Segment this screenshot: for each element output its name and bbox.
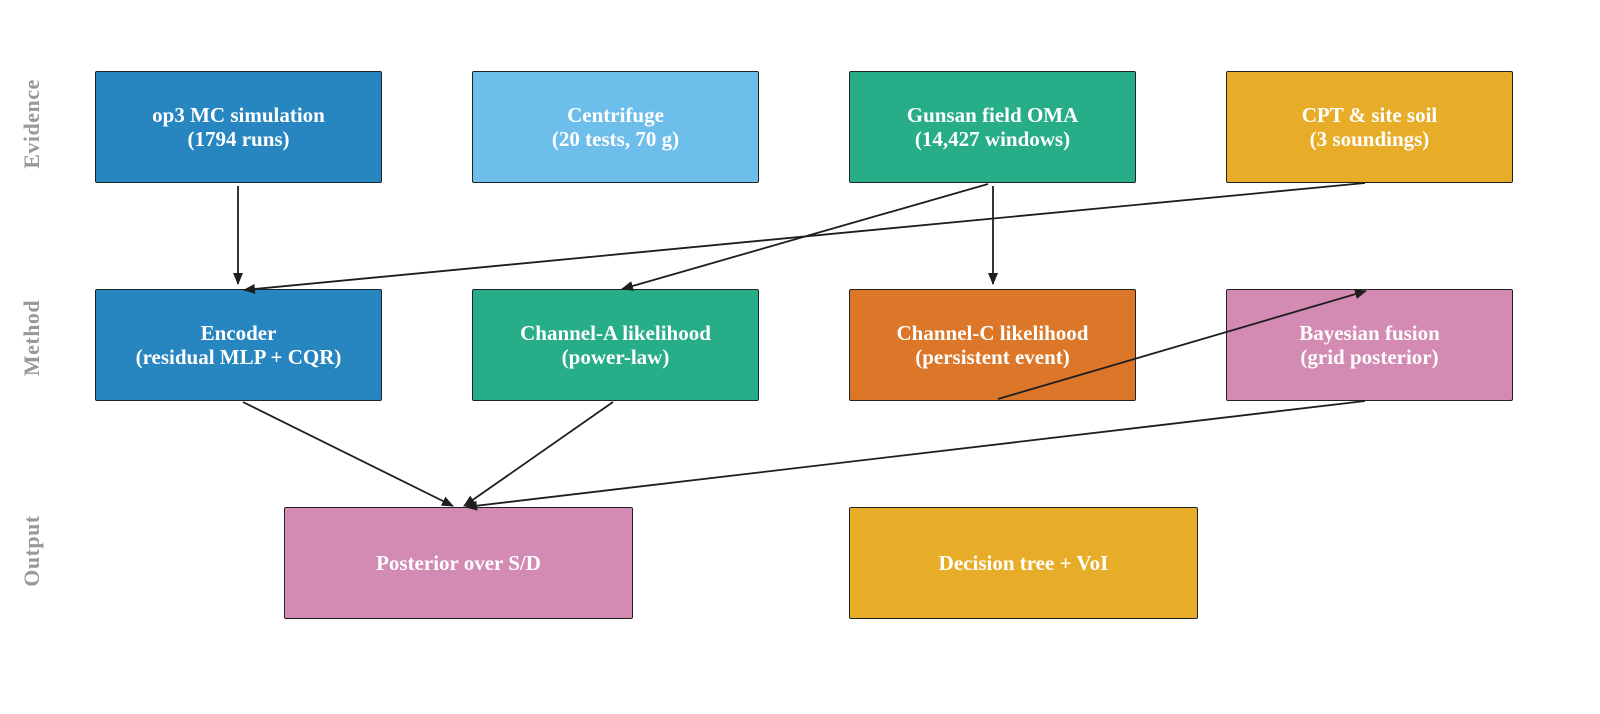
node-title: Channel-A likelihood [520,321,711,345]
node-op3-mc-simulation: op3 MC simulation (1794 runs) [95,71,382,183]
node-encoder: Encoder (residual MLP + CQR) [95,289,382,401]
node-subtitle: (persistent event) [915,345,1070,369]
node-title: Decision tree + VoI [938,551,1109,575]
node-title: Posterior over S/D [376,551,541,575]
node-subtitle: (grid posterior) [1300,345,1439,369]
node-title: Bayesian fusion [1299,321,1440,345]
node-centrifuge: Centrifuge (20 tests, 70 g) [472,71,759,183]
node-subtitle: (3 soundings) [1309,127,1430,151]
node-title: CPT & site soil [1301,103,1438,127]
node-title: Channel-C likelihood [896,321,1089,345]
edge-encoder-to-posterior [242,401,454,507]
node-bayesian-fusion: Bayesian fusion (grid posterior) [1226,289,1513,401]
edge-cpt-to-encoder [243,182,1366,294]
node-gunsan-field-oma: Gunsan field OMA (14,427 windows) [849,71,1136,183]
node-subtitle: (residual MLP + CQR) [135,345,342,369]
node-title: Encoder [200,321,277,345]
row-label-evidence: Evidence [19,79,44,169]
node-subtitle: (1794 runs) [187,127,290,151]
node-subtitle: (14,427 windows) [914,127,1071,151]
node-title: op3 MC simulation [152,103,325,127]
node-posterior-over-sd: Posterior over S/D [284,507,633,619]
edge-bayes-to-posterior [465,400,1366,511]
node-subtitle: (power-law) [561,345,670,369]
node-channel-a-likelihood: Channel-A likelihood (power-law) [472,289,759,401]
node-decision-tree-voi: Decision tree + VoI [849,507,1198,619]
node-subtitle: (20 tests, 70 g) [551,127,680,151]
node-title: Gunsan field OMA [906,103,1079,127]
node-title: Centrifuge [567,103,664,127]
node-channel-c-likelihood: Channel-C likelihood (persistent event) [849,289,1136,401]
node-cpt-site-soil: CPT & site soil (3 soundings) [1226,71,1513,183]
row-label-output: Output [19,515,44,587]
edge-channel-a-to-posterior [463,401,614,507]
edge-gunsan-to-channel-a [621,183,989,291]
row-label-method: Method [19,299,44,377]
